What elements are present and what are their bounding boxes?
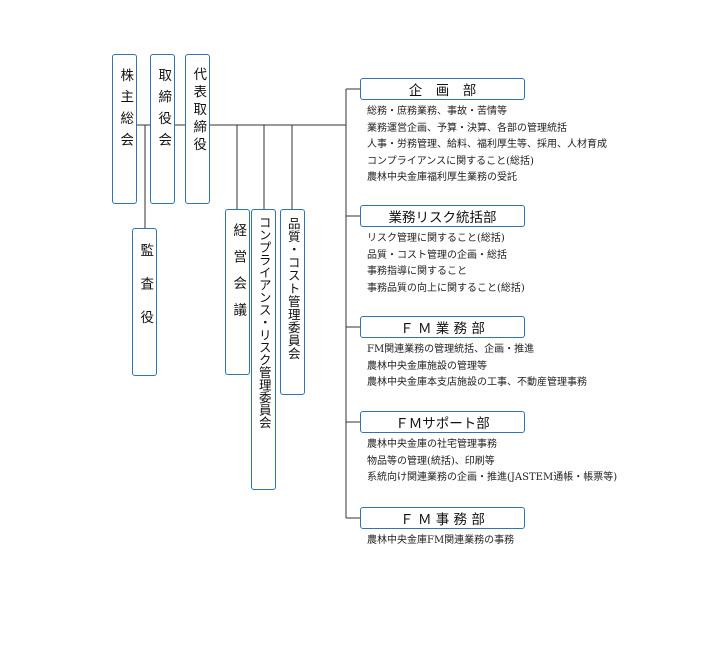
department-planning-duties: 総務・庶務業務、事故・苦情等 業務運営企画、予算・決算、各部の管理統括 人事・労… [367, 104, 607, 187]
duty-item: 総務・庶務業務、事故・苦情等 [367, 106, 507, 117]
duty-item: 農林中央金庫FM関連業務の事務 [367, 535, 515, 546]
department-fm-administration: Ｆ Ｍ 事 務 部 [360, 507, 525, 529]
shareholders-meeting-box: 株主総会 [112, 54, 137, 204]
management-meeting-box: 経営会議 [225, 209, 250, 375]
compliance-committee-label: コンプライアンス・リスク管理委員会 [256, 216, 272, 429]
duty-item: リスク管理に関すること(総括) [367, 233, 505, 244]
representative-director-box: 代表取締役 [185, 54, 210, 204]
quality-cost-committee-label: 品質・コスト管理委員会 [285, 217, 301, 360]
duty-item: 物品等の管理(統括)、印刷等 [367, 455, 495, 467]
department-fm-support-duties: 農林中央金庫の社宅管理事務 物品等の管理(統括)、印刷等 系統向け関連業務の企画… [367, 437, 617, 487]
duty-item: 農林中央金庫本支店施設の工事、不動産管理事務 [367, 377, 587, 388]
department-fm-operations: Ｆ Ｍ 業 務 部 [360, 316, 525, 338]
duty-item: 農林中央金庫施設の管理等 [367, 360, 487, 372]
duty-item: コンプライアンスに関すること(総括) [367, 155, 534, 167]
quality-cost-committee-box: 品質・コスト管理委員会 [280, 209, 305, 395]
auditors-box: 監査役 [132, 228, 157, 376]
auditors-label: 監査役 [137, 243, 154, 344]
board-of-directors-box: 取締役会 [150, 54, 175, 204]
board-of-directors-label: 取締役会 [155, 68, 172, 154]
compliance-committee-box: コンプライアンス・リスク管理委員会 [251, 209, 276, 490]
department-fm-operations-name: Ｆ Ｍ 業 務 部 [400, 321, 485, 337]
duty-item: 業務運営企画、予算・決算、各部の管理統括 [367, 122, 567, 134]
duty-item: 人事・労務管理、給料、福利厚生等、採用、人材育成 [367, 139, 607, 150]
department-planning-name: 企 画 部 [408, 83, 477, 99]
duty-item: 農林中央金庫福利厚生業務の受託 [367, 172, 517, 183]
duty-item: FM関連業務の管理統括、企画・推進 [367, 344, 535, 355]
department-fm-administration-name: Ｆ Ｍ 事 務 部 [400, 512, 485, 528]
shareholders-meeting-label: 株主総会 [117, 68, 134, 154]
duty-item: 事務品質の向上に関すること(総括) [367, 282, 525, 294]
duty-item: 系統向け関連業務の企画・推進(JASTEM通帳・帳票等) [367, 472, 618, 483]
department-risk-management-duties: リスク管理に関すること(総括) 品質・コスト管理の企画・総括 事務指導に関するこ… [367, 231, 525, 297]
duty-item: 品質・コスト管理の企画・総括 [367, 249, 507, 261]
department-risk-management-name: 業務リスク統括部 [388, 210, 497, 226]
duty-item: 農林中央金庫の社宅管理事務 [367, 439, 497, 450]
department-fm-support: ＦＭサポート部 [360, 411, 525, 433]
department-fm-administration-duties: 農林中央金庫FM関連業務の事務 [367, 533, 514, 550]
management-meeting-label: 経営会議 [230, 223, 247, 329]
department-fm-operations-duties: FM関連業務の管理統括、企画・推進 農林中央金庫施設の管理等 農林中央金庫本支店… [367, 342, 587, 392]
representative-director-label: 代表取締役 [190, 67, 207, 155]
department-planning: 企 画 部 [360, 78, 525, 100]
department-fm-support-name: ＦＭサポート部 [395, 416, 490, 432]
duty-item: 事務指導に関すること [367, 266, 467, 277]
department-risk-management: 業務リスク統括部 [360, 205, 525, 227]
